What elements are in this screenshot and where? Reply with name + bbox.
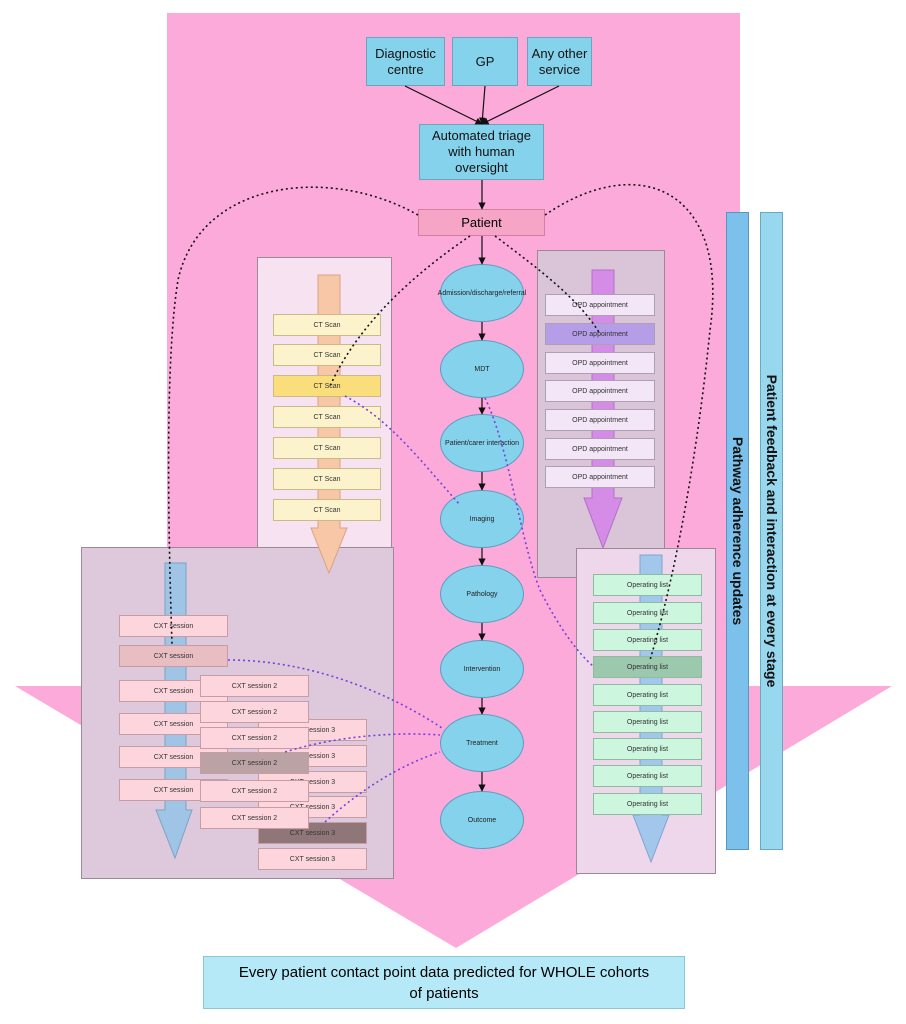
purple-link-cxt-to-treatment (227, 659, 443, 729)
purple-link-ct-to-imaging (344, 395, 461, 506)
opd-appointment-item: OPD appointment (545, 409, 655, 431)
stage-intervention: Intervention (440, 640, 524, 698)
operating-list-item: Operating list (593, 738, 702, 760)
dotted-link-patient-to-operating (544, 183, 714, 661)
cxt-session-2-item-highlighted: CXT session 2 (200, 752, 309, 774)
operating-list-item: Operating list (593, 684, 702, 706)
cxt-session-2-item: CXT session 2 (200, 727, 309, 749)
ct-scan-item: CT Scan (273, 406, 381, 428)
opd-appointment-item: OPD appointment (545, 352, 655, 374)
connector-diagnostic-to-triage (404, 85, 483, 125)
operating-list-item: Operating list (593, 711, 702, 733)
stage-pathology: Pathology (440, 565, 524, 623)
cxt-session-item: CXT session (119, 615, 228, 637)
ct-scan-item: CT Scan (273, 468, 381, 490)
source-diagnostic-centre: Diagnostic centre (366, 37, 445, 86)
operating-list-item-highlighted: Operating list (593, 656, 702, 678)
operating-list-item: Operating list (593, 602, 702, 624)
purple-link-cxt3-to-treatment (324, 751, 441, 823)
cxt-session-item-highlighted: CXT session (119, 645, 228, 667)
ct-scan-item-highlighted: CT Scan (273, 375, 381, 397)
patient-box: Patient (418, 209, 545, 236)
dotted-link-patient-to-cxt (167, 186, 419, 646)
cxt-session-2-item: CXT session 2 (200, 675, 309, 697)
patient-feedback-bar: Patient feedback and interaction at ever… (760, 212, 783, 850)
operating-list-item: Operating list (593, 574, 702, 596)
purple-link-cxt2-to-treatment (284, 733, 441, 753)
stage-imaging: Imaging (440, 490, 524, 548)
stage-mdt: MDT (440, 340, 524, 398)
opd-appointment-item: OPD appointment (545, 380, 655, 402)
connector-other-to-triage (481, 85, 560, 125)
ct-scan-item: CT Scan (273, 437, 381, 459)
pathway-adherence-bar: Pathway adherence updates (726, 212, 749, 850)
dotted-link-patient-to-opd (494, 235, 601, 335)
cxt-session-2-item: CXT session 2 (200, 780, 309, 802)
purple-link-mdt-to-operating (484, 397, 594, 667)
operating-list-item: Operating list (593, 629, 702, 651)
ct-scan-item: CT Scan (273, 499, 381, 521)
ct-scan-item: CT Scan (273, 314, 381, 336)
opd-appointment-item: OPD appointment (545, 466, 655, 488)
stage-outcome: Outcome (440, 791, 524, 849)
connector-gp-to-triage (478, 85, 487, 125)
opd-appointment-item: OPD appointment (545, 438, 655, 460)
operating-list-item: Operating list (593, 765, 702, 787)
dotted-link-patient-to-ctscan (329, 235, 471, 387)
ct-scan-item: CT Scan (273, 344, 381, 366)
source-any-other-service: Any other service (527, 37, 592, 86)
opd-appointment-item-highlighted: OPD appointment (545, 323, 655, 345)
stage-admission-discharge-referral: Admission/discharge/referral (438, 264, 526, 322)
operating-list-item: Operating list (593, 793, 702, 815)
cxt-session-2-item: CXT session 2 (200, 807, 309, 829)
cxt-session-3-item: CXT session 3 (258, 848, 367, 870)
cxt-session-2-item: CXT session 2 (200, 701, 309, 723)
automated-triage-box: Automated triage with human oversight (419, 124, 544, 180)
source-gp: GP (452, 37, 518, 86)
footer-banner: Every patient contact point data predict… (203, 956, 685, 1009)
